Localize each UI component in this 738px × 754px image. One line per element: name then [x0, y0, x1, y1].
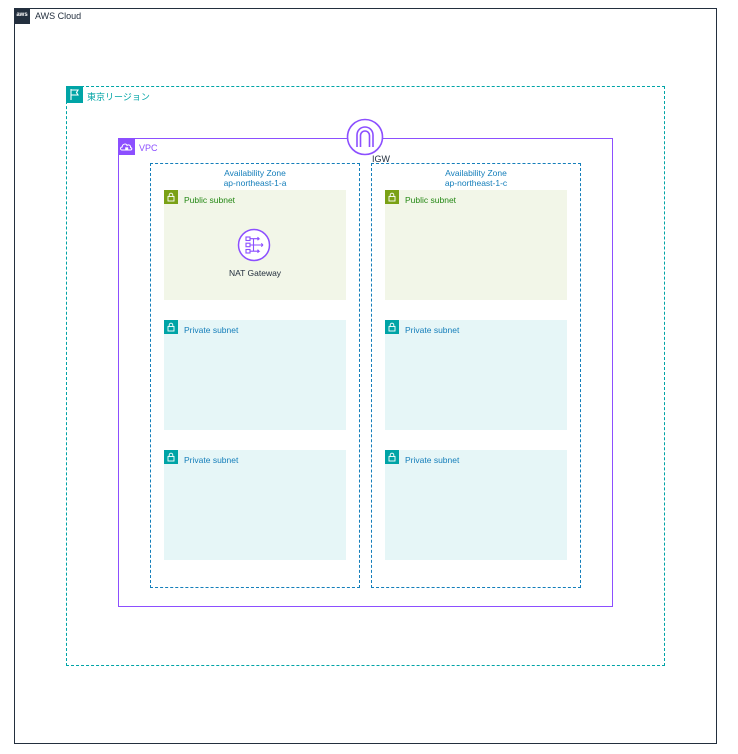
az-a-title-line1: Availability Zone — [224, 168, 286, 178]
az-a-title: Availability Zone ap-northeast-1-a — [150, 168, 360, 188]
lock-icon — [164, 450, 178, 464]
cloud-lock-icon — [118, 138, 135, 155]
flag-icon — [66, 86, 83, 103]
region-group — [66, 86, 665, 666]
private-subnet-c-1-label: Private subnet — [405, 325, 460, 335]
lock-icon — [385, 320, 399, 334]
private-subnet-a-2 — [164, 450, 346, 560]
lock-icon — [385, 450, 399, 464]
availability-zone-c — [371, 163, 581, 588]
nat-gateway-icon[interactable] — [237, 228, 271, 262]
az-c-title: Availability Zone ap-northeast-1-c — [371, 168, 581, 188]
vpc-label: VPC — [139, 143, 158, 153]
lock-icon — [385, 190, 399, 204]
private-subnet-c-1 — [385, 320, 567, 430]
az-a-title-line2: ap-northeast-1-a — [223, 178, 287, 188]
public-subnet-a-label: Public subnet — [184, 195, 236, 205]
internet-gateway-icon[interactable] — [346, 118, 384, 156]
private-subnet-a-2-label: Private subnet — [184, 455, 239, 465]
private-subnet-c-2 — [385, 450, 567, 560]
lock-icon — [164, 320, 178, 334]
availability-zone-a — [150, 163, 360, 588]
az-c-title-line1: Availability Zone — [445, 168, 507, 178]
public-subnet-c — [385, 190, 567, 300]
private-subnet-c-2-label: Private subnet — [405, 455, 460, 465]
private-subnet-a-1-label: Private subnet — [184, 325, 239, 335]
igw-label: IGW — [372, 154, 390, 164]
aws-logo-icon: aws — [14, 8, 30, 24]
aws-cloud-group — [14, 8, 717, 744]
private-subnet-a-1 — [164, 320, 346, 430]
public-subnet-c-label: Public subnet — [405, 195, 457, 205]
lock-icon — [164, 190, 178, 204]
az-c-title-line2: ap-northeast-1-c — [444, 178, 508, 188]
region-label: 東京リージョン — [87, 92, 150, 102]
aws-cloud-label: AWS Cloud — [35, 11, 82, 21]
nat-gateway-label: NAT Gateway — [228, 268, 282, 278]
